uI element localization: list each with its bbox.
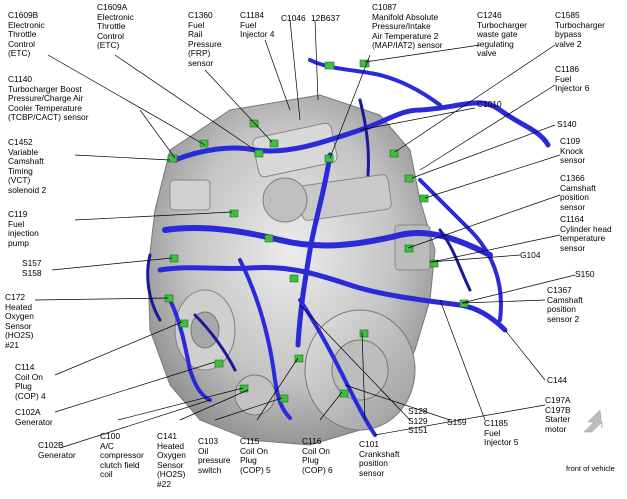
label-c1185: C1185 Fuel Injector 5 [484, 419, 518, 448]
label-12b637: 12B637 [311, 14, 340, 24]
label-c1360: C1360 Fuel Rail Pressure (FRP) sensor [188, 11, 222, 69]
label-c102a: C102A Generator [15, 408, 53, 427]
label-c102b: C102B Generator [38, 441, 76, 460]
label-c141: C141 Heated Oxygen Sensor (HO2S) #22 [157, 432, 186, 490]
label-c116: C116 Coil On Plug (COP) 6 [302, 437, 333, 475]
label-c1140: C1140 Turbocharger Boost Pressure/Charge… [8, 75, 89, 123]
arrow-down-left-icon [584, 410, 602, 432]
label-s157-s158: S157 S158 [22, 259, 42, 278]
label-c172: C172 Heated Oxygen Sensor (HO2S) #21 [5, 293, 34, 351]
label-c1366: C1366 Camshaft position sensor [560, 174, 596, 212]
front-of-vehicle-label: front of vehicle [566, 464, 615, 473]
label-s128-s129-s151: S128 S129 S151 [408, 407, 428, 436]
label-c115: C115 Coil On Plug (COP) 5 [240, 437, 271, 475]
label-c1164: C1164 Cylinder head temperature sensor [560, 215, 612, 253]
label-c100: C100 A/C compressor clutch field coil [100, 432, 144, 480]
label-s140: S140 [557, 120, 577, 130]
label-c119: C119 Fuel injection pump [8, 210, 39, 248]
label-c109: C109 Knock sensor [560, 137, 585, 166]
label-c101: C101 Crankshaft position sensor [359, 440, 400, 478]
label-c1087: C1087 Manifold Absolute Pressure/Intake … [372, 3, 443, 51]
label-c197: C197A C197B Starter motor [545, 396, 571, 434]
label-c1010: C1010 [477, 100, 502, 110]
label-s159: S159 [447, 418, 467, 428]
label-c103: C103 Oil pressure switch [198, 437, 231, 475]
label-c1046: C1046 [281, 14, 306, 24]
label-c1184: C1184 Fuel Injector 4 [240, 11, 274, 40]
label-c1452: C1452 Variable Camshaft Timing (VCT) sol… [8, 138, 46, 196]
label-c1609b: C1609B Electronic Throttle Control (ETC) [8, 11, 45, 59]
label-s150: S150 [575, 270, 595, 280]
label-c114: C114 Coil On Plug (COP) 4 [15, 363, 46, 401]
label-c1186: C1186 Fuel Injector 6 [555, 65, 589, 94]
label-c1609a: C1609A Electronic Throttle Control (ETC) [97, 3, 134, 51]
label-c144: C144 [547, 376, 567, 386]
label-g104: G104 [520, 251, 541, 261]
label-c1246: C1246 Turbocharger waste gate regulating… [477, 11, 527, 59]
label-c1585: C1585 Turbocharger bypass valve 2 [555, 11, 605, 49]
label-c1367: C1367 Camshaft position sensor 2 [547, 286, 583, 324]
